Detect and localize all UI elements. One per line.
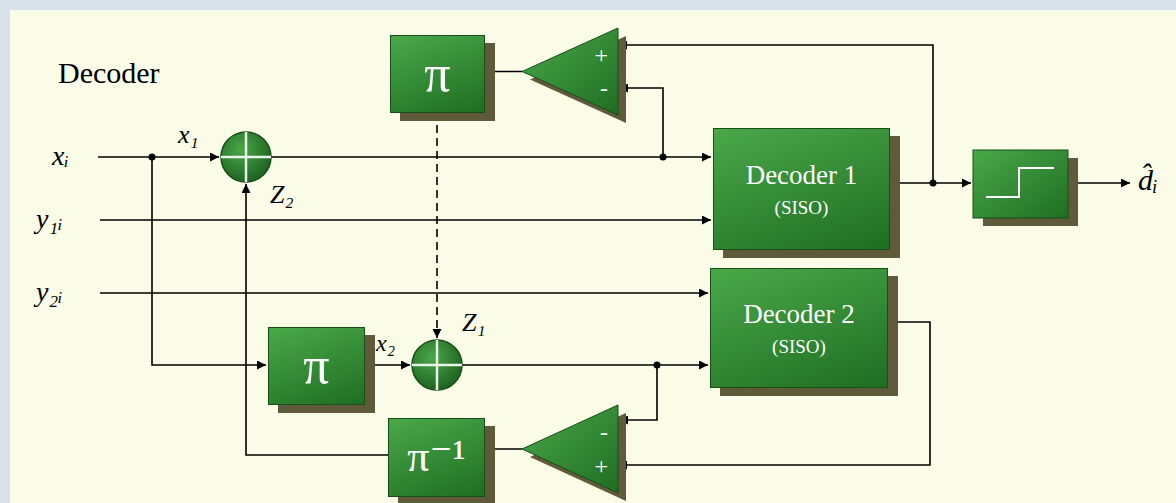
triangle-outline [522, 405, 618, 493]
deinterleaver-box: π⁻¹ [388, 418, 485, 497]
box-label: π [424, 44, 450, 104]
signal-wire [462, 364, 708, 366]
feedback-wire [246, 184, 388, 455]
box-label: π⁻¹ [407, 432, 466, 483]
input-wire [98, 156, 219, 158]
diagram-title: Decoder [58, 58, 160, 88]
signal-wire [619, 365, 657, 420]
interleaver-box: π [390, 35, 485, 113]
subtractor-triangle: +- [522, 28, 618, 115]
sign-mark: + [594, 42, 608, 70]
junction-dot [654, 362, 661, 369]
signal-name: d̂ᵢ [1138, 165, 1158, 195]
input-wire [152, 157, 266, 365]
adder-symbol [221, 132, 271, 182]
box-label: Decoder 1 [746, 160, 858, 191]
input-wire [100, 292, 708, 294]
interleaver-box: π [268, 327, 365, 405]
signal-wire [933, 182, 971, 184]
signal-name: xᵢ [52, 142, 69, 170]
step-symbol [986, 168, 1054, 197]
subtractor-triangle: -+ [522, 405, 618, 493]
sign-mark: - [600, 419, 608, 447]
triangle-shape [522, 28, 618, 115]
signal-connector [485, 71, 522, 73]
triangle-shape [522, 405, 618, 493]
input-wire [100, 219, 711, 221]
signal-name: x₁ [178, 122, 199, 148]
signal-name: Z₁ [462, 310, 486, 336]
junction-dot [149, 154, 156, 161]
siso-decoder-box: Decoder 1 (SISO) [713, 128, 890, 250]
sign-mark: - [600, 75, 608, 103]
triangle-outline [522, 28, 618, 115]
siso-decoder-box: Decoder 2 (SISO) [710, 268, 888, 388]
hard-limiter-box [973, 150, 1068, 218]
signal-connector [485, 448, 522, 450]
signal-name: Z₂ [270, 182, 294, 208]
signal-name: y₂ᵢ [36, 278, 63, 306]
box-label: Decoder 2 [743, 299, 855, 330]
box-label: π [303, 336, 329, 396]
signal-wire [271, 156, 711, 158]
adder-cross [221, 132, 271, 182]
signal-name: y₁ᵢ [36, 205, 63, 233]
box-label: (SISO) [772, 336, 826, 358]
sign-mark: + [594, 453, 608, 481]
adder-cross [412, 340, 462, 390]
adder-symbol [412, 340, 462, 390]
junction-dot [660, 154, 667, 161]
dashed-wire [436, 112, 438, 338]
signal-wire [365, 364, 410, 366]
box-label: (SISO) [775, 197, 829, 219]
signal-name: x₂ [376, 331, 395, 355]
